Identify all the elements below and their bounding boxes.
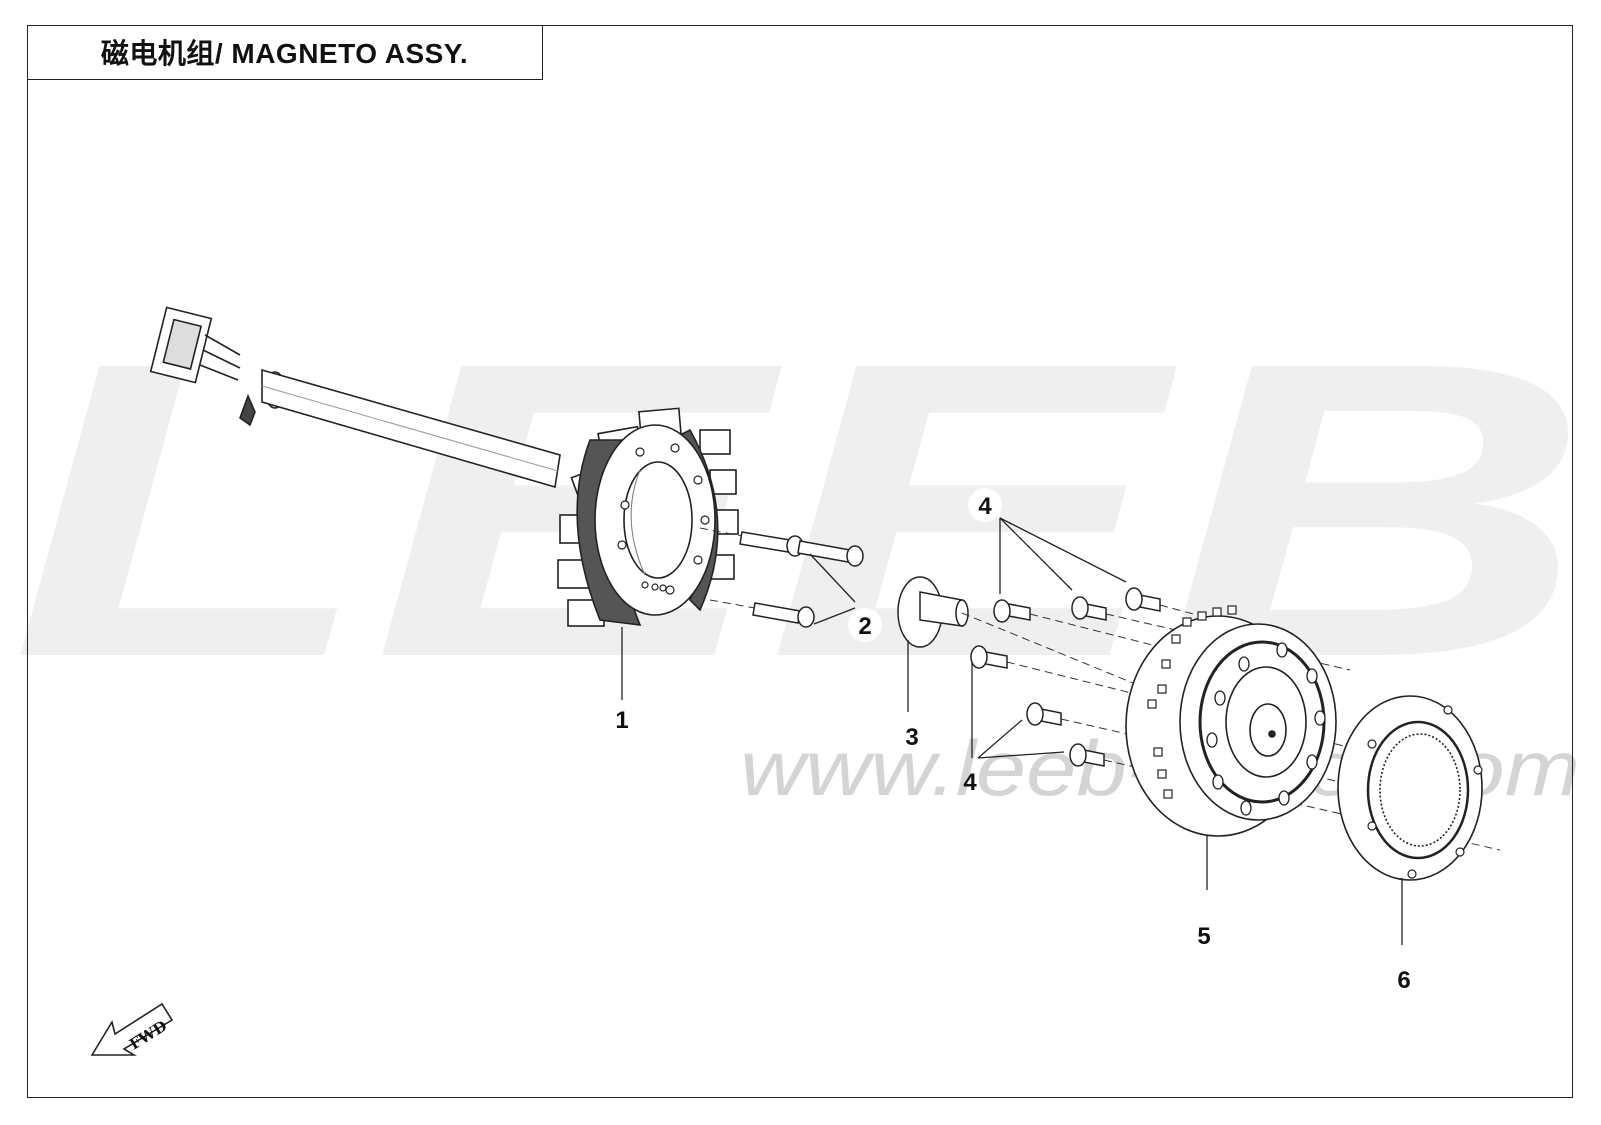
- callout-label-2: 2: [858, 613, 871, 640]
- callout-label-3: 3: [905, 724, 918, 751]
- stator-body: [557, 407, 739, 627]
- callout-label-1: 1: [615, 707, 628, 734]
- callout-label-4-bottom: 4: [963, 769, 977, 796]
- flywheel-rotor: [1125, 605, 1337, 837]
- page-title: 磁电机组/ MAGNETO ASSY.: [100, 38, 469, 69]
- starter-clutch: [1337, 695, 1483, 881]
- callout-label-6: 6: [1397, 967, 1410, 994]
- callout-1: 1: [615, 707, 628, 734]
- callout-4-bottom: 4: [963, 769, 977, 796]
- rotor-bolts: [961, 587, 1501, 851]
- callout-5: 5: [1197, 923, 1210, 950]
- callout-label-5: 5: [1197, 923, 1210, 950]
- callout-6: 6: [1397, 967, 1410, 994]
- drawing-frame: [27, 25, 1573, 1098]
- callout-2: 2: [848, 608, 882, 642]
- stator-assembly: [149, 306, 739, 627]
- stator-bolts: [699, 527, 864, 628]
- callout-3: 3: [905, 724, 918, 751]
- watermark-brand: LEEB: [10, 276, 1590, 745]
- washer-pin: [897, 576, 969, 648]
- callout-label-4-top: 4: [978, 493, 992, 520]
- leader-lines: [621, 517, 1403, 945]
- title-box: 磁电机组/ MAGNETO ASSY.: [27, 25, 543, 80]
- callout-4-top: 4: [968, 488, 1002, 522]
